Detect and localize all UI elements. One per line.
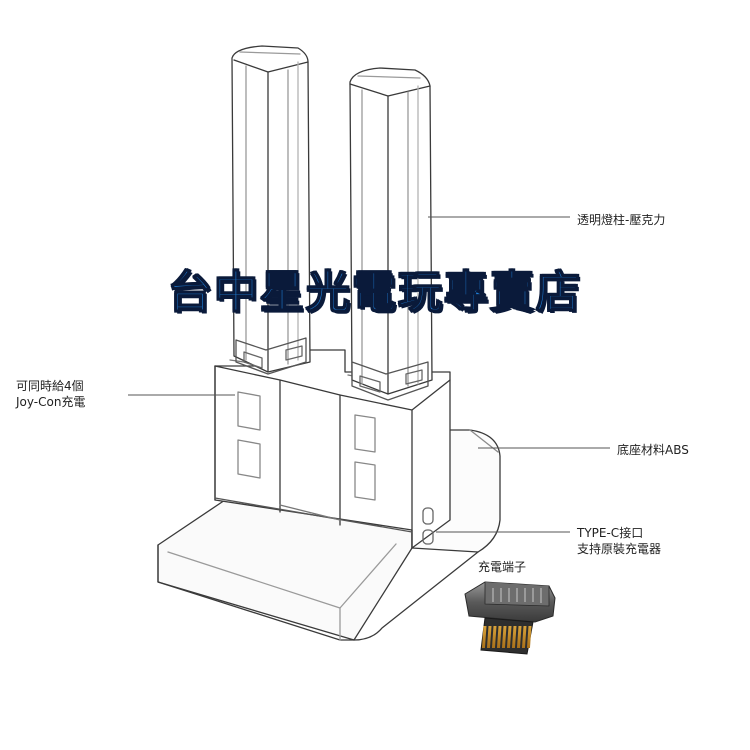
label-joycon-line2: Joy-Con充電 [16, 395, 86, 409]
store-watermark: 台中星光電玩專賣店 [167, 266, 582, 319]
label-base-material: 底座材料ABS [617, 443, 689, 457]
label-acrylic-pillar: 透明燈柱-壓克力 [577, 213, 666, 227]
label-typec-line1: TYPE-C接口 [577, 526, 644, 540]
label-joycon-line1: 可同時給4個 [16, 379, 84, 393]
label-typec-line2: 支持原裝充電器 [577, 542, 662, 556]
charging-terminal-connector [464, 581, 556, 655]
label-charging-terminal: 充電端子 [478, 560, 527, 574]
label-joycon-charging: 可同時給4個 Joy-Con充電 [16, 378, 126, 410]
label-typec-port: TYPE-C接口 支持原裝充電器 [577, 525, 707, 557]
